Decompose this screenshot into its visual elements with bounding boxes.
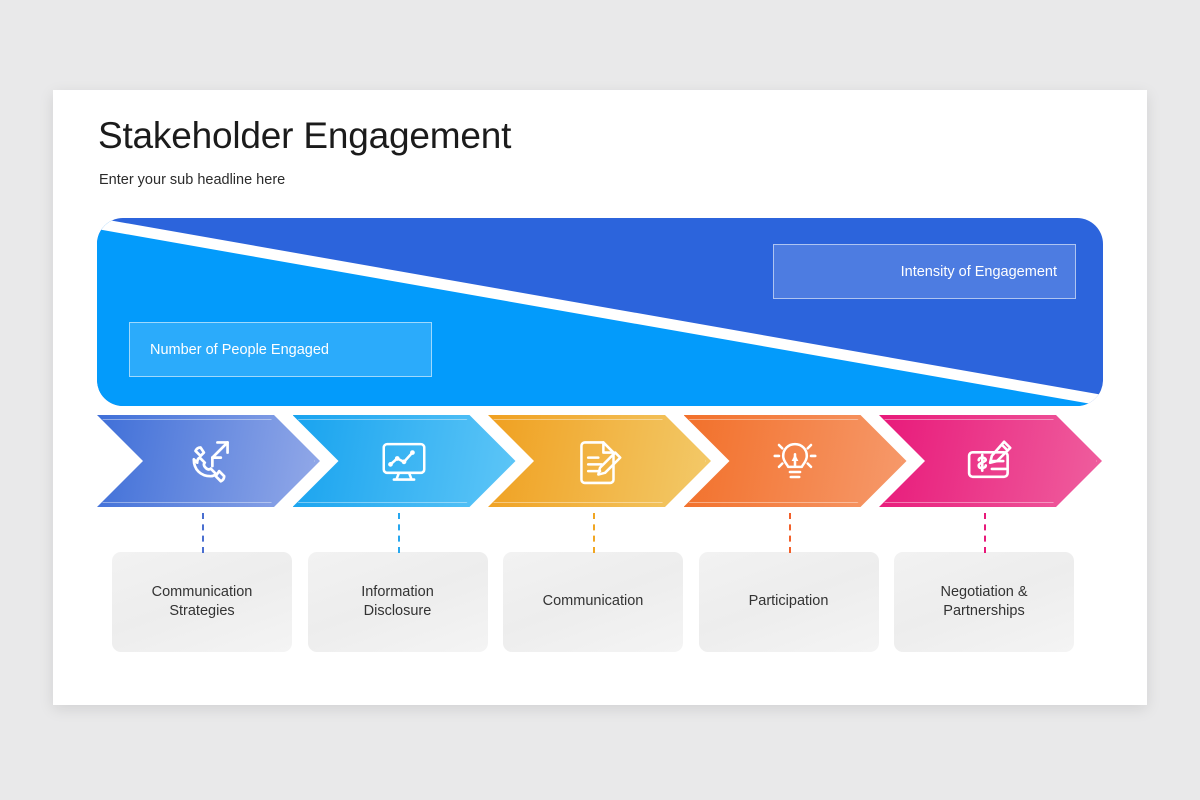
stage-label-text: Communication <box>542 593 644 610</box>
connector-line-2 <box>397 513 400 553</box>
stage-label-text: Information Disclosure <box>361 583 434 619</box>
stage-label-card-4[interactable]: Participation <box>698 552 879 652</box>
stage-label-text: Participation <box>748 593 829 610</box>
stage-label-card-5[interactable]: Negotiation & Partnerships <box>894 552 1074 652</box>
stage-chevron-3[interactable] <box>488 415 711 507</box>
stage-chevron-5[interactable] <box>879 415 1102 507</box>
stage-chevron-2[interactable] <box>292 415 516 507</box>
connector-line-5 <box>984 513 986 553</box>
lightbulb-icon <box>768 434 822 488</box>
connector-line-3 <box>593 513 595 553</box>
intensity-of-engagement-chip: Intensity of Engagement <box>773 244 1076 299</box>
stage-label-card-1[interactable]: Communication Strategies <box>112 552 292 652</box>
intensity-of-engagement-label: Intensity of Engagement <box>900 263 1057 280</box>
slide-canvas: Stakeholder Engagement Enter your sub he… <box>53 90 1147 705</box>
stage-label-text: Negotiation & Partnerships <box>940 583 1028 619</box>
cheque-pen-icon <box>963 433 1019 489</box>
monitor-chart-icon <box>377 434 431 488</box>
stage-label-text: Communication Strategies <box>151 583 253 619</box>
document-pencil-icon <box>573 434 627 488</box>
stage-label-card-3[interactable]: Communication <box>503 552 683 652</box>
engagement-banner: Intensity of Engagement Number of People… <box>97 218 1103 406</box>
number-of-people-engaged-label: Number of People Engaged <box>150 341 329 358</box>
page-title: Stakeholder Engagement <box>98 115 512 156</box>
connector-line-1 <box>202 513 204 553</box>
number-of-people-engaged-chip: Number of People Engaged <box>129 322 432 377</box>
stage-chevron-row <box>97 415 1103 507</box>
connector-line-4 <box>788 513 791 553</box>
stage-chevron-4[interactable] <box>683 415 907 507</box>
stage-label-card-2[interactable]: Information Disclosure <box>307 552 488 652</box>
stage-chevron-1[interactable] <box>97 415 320 507</box>
phone-expand-icon <box>182 434 236 488</box>
page-subtitle: Enter your sub headline here <box>99 172 286 188</box>
